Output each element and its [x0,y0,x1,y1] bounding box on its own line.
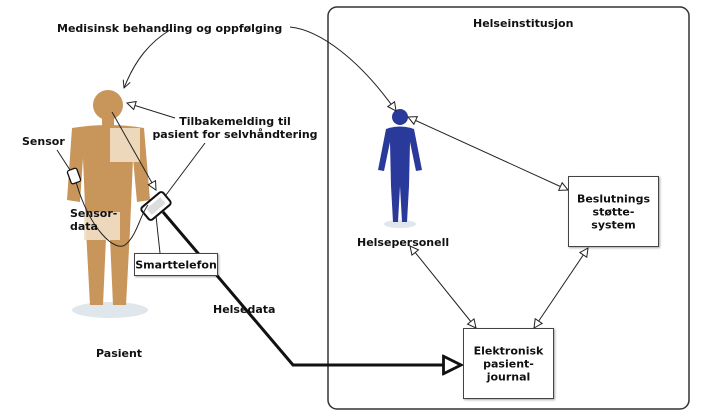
sensor-leader [56,149,71,171]
smartphone-box: Smarttelefon [134,253,218,276]
health-data-label: Helsedata [213,303,276,316]
patient-figure-icon [67,90,150,318]
personnel-figure-icon [378,109,422,228]
personnel-decision-arrow [408,117,568,190]
decision-ehr-arrow [534,248,588,328]
personnel-ehr-arrow [410,246,476,328]
ehr-label: Elektronisk pasient- journal [473,344,544,383]
treatment-arrow [289,26,396,111]
sensor-data-curve [75,181,149,247]
patient-label: Pasient [96,347,143,360]
ehr-box: Elektronisk pasient- journal [463,328,554,399]
smartphone-icon [140,191,172,221]
treatment-label: Medisinsk behandling og oppfølging [57,22,283,35]
feedback-leader [165,142,206,196]
institution-title: Helseinstitusjon [473,17,574,30]
smartphone-label: Smarttelefon [135,258,217,271]
treatment-arrow-left [124,29,171,88]
personnel-label: Helsepersonell [357,236,450,249]
feedback-label: Tilbakemelding til pasient for selvhåndt… [152,115,318,141]
decision-support-label: Beslutnings støtte- system [576,192,651,231]
smartphone-leader [155,215,161,254]
feedback-arrow [127,103,176,119]
sensor-data-label: Sensor- data [70,207,118,233]
decision-support-box: Beslutnings støtte- system [568,176,659,247]
body-to-phone-arrow [111,111,156,190]
sensor-label: Sensor [22,135,65,148]
